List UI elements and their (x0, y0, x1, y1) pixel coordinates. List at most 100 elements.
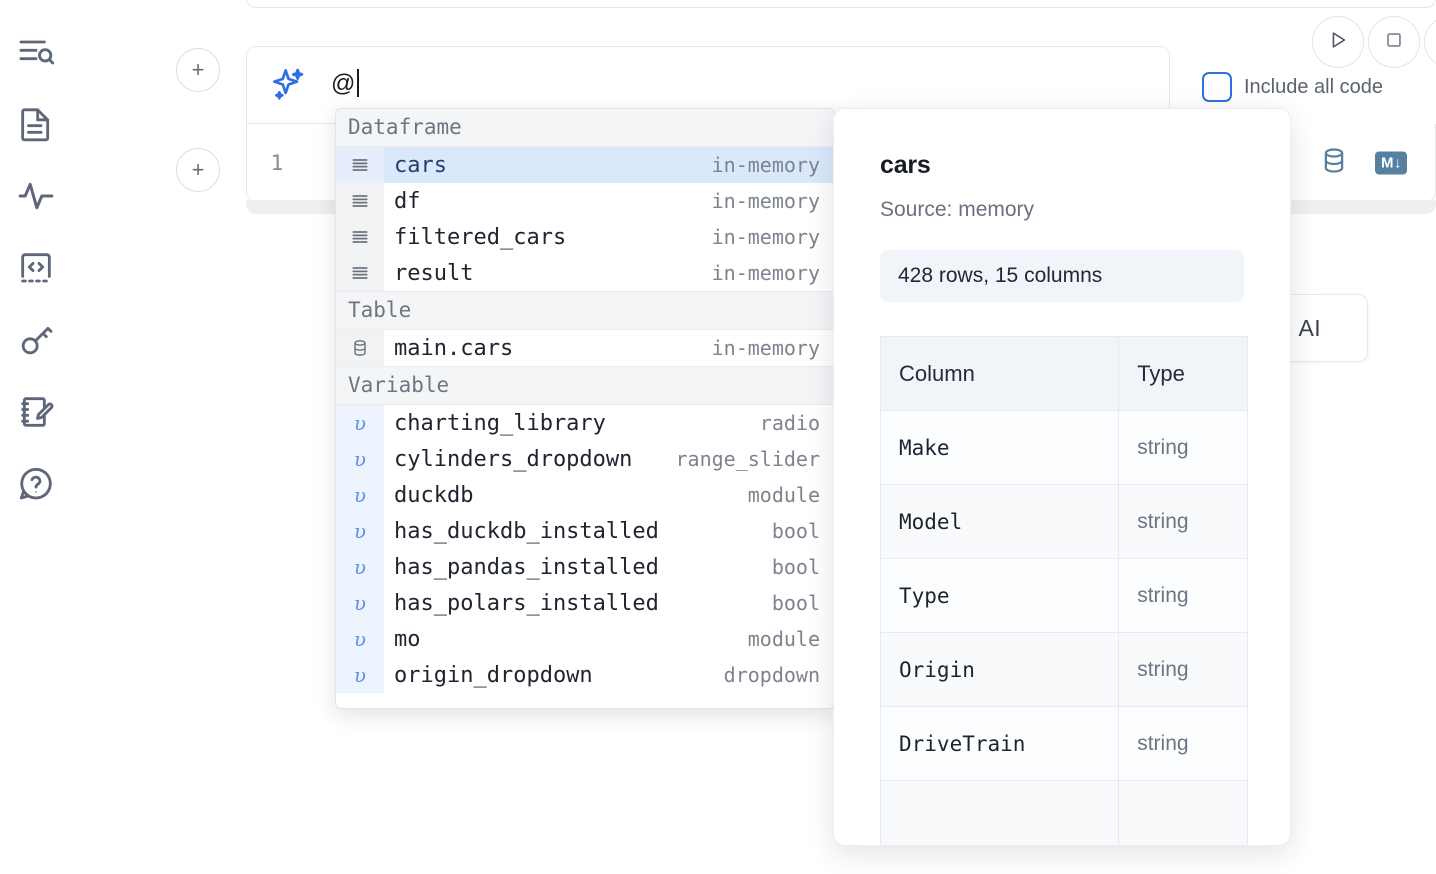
include-all-code-row[interactable]: Include all code (1202, 72, 1383, 102)
autocomplete-item[interactable]: υ cylinders_dropdown range_slider (336, 441, 834, 477)
add-cell-button-bottom[interactable]: + (176, 148, 220, 192)
variable-icon: υ (336, 477, 384, 513)
sidebar-item-secrets[interactable] (8, 304, 64, 376)
autocomplete-group-header: Dataframe (336, 109, 834, 147)
autocomplete-item-type: in-memory (711, 336, 820, 360)
autocomplete-item[interactable]: main.cars in-memory (336, 330, 834, 366)
autocomplete-item[interactable]: υ has_polars_installed bool (336, 585, 834, 621)
preview-column-name: Type (879, 558, 1120, 633)
autocomplete-item[interactable]: υ has_duckdb_installed bool (336, 513, 834, 549)
markdown-badge-arrow: ↓ (1394, 154, 1402, 171)
autocomplete-item-name: filtered_cars (394, 224, 567, 250)
autocomplete-item-type: in-memory (711, 189, 820, 213)
autocomplete-item-name: main.cars (394, 335, 514, 361)
autocomplete-item-type: module (747, 483, 820, 507)
sidebar-item-document[interactable] (8, 88, 64, 160)
autocomplete-item[interactable]: result in-memory (336, 255, 834, 291)
autocomplete-item-name: origin_dropdown (394, 662, 593, 688)
plus-icon: + (191, 157, 205, 182)
autocomplete-item-body: has_polars_installed bool (384, 585, 834, 621)
preview-column-type: string (1118, 632, 1248, 707)
stop-button[interactable] (1368, 16, 1420, 68)
autocomplete-item-name: has_pandas_installed (394, 554, 659, 580)
autocomplete-item-body: main.cars in-memory (384, 330, 834, 366)
autocomplete-item-name: duckdb (394, 482, 474, 508)
variable-icon: υ (336, 441, 384, 477)
add-cell-button-top[interactable]: + (176, 48, 220, 92)
autocomplete-item-type: in-memory (711, 261, 820, 285)
cell-above-partial (246, 0, 1436, 8)
sidebar-item-snippets[interactable] (8, 232, 64, 304)
preview-column-name: Origin (879, 632, 1120, 707)
autocomplete-item-type: bool (771, 591, 820, 615)
preview-source: Source: memory (880, 198, 1035, 221)
autocomplete-item-body: cylinders_dropdown range_slider (384, 441, 834, 477)
text-caret (356, 69, 359, 97)
preview-column-type: string (1118, 706, 1248, 781)
plus-icon: + (191, 57, 205, 82)
database-icon[interactable] (1319, 145, 1349, 180)
autocomplete-item-body: duckdb module (384, 477, 834, 513)
include-all-code-checkbox[interactable] (1202, 72, 1232, 102)
dataframe-icon (336, 255, 384, 291)
square-stop-icon (1383, 29, 1405, 56)
preview-column-name: Make (879, 410, 1120, 485)
autocomplete-item-type: bool (771, 555, 820, 579)
autocomplete-item-name: df (394, 188, 421, 214)
run-button[interactable] (1312, 16, 1364, 68)
autocomplete-group-header: Table (336, 291, 834, 330)
preview-table-row-clipped (879, 780, 1248, 845)
ai-prompt-input[interactable]: @ (331, 69, 359, 98)
sidebar-item-explore[interactable] (8, 16, 64, 88)
autocomplete-item-type: bool (771, 519, 820, 543)
autocomplete-item-name: has_duckdb_installed (394, 518, 659, 544)
cell-icon-group: M↓ (1319, 145, 1407, 180)
autocomplete-group-header: Variable (336, 366, 834, 405)
activity-icon (16, 176, 56, 216)
autocomplete-item-name: charting_library (394, 410, 606, 436)
autocomplete-item-type: in-memory (711, 225, 820, 249)
table-icon (336, 330, 384, 366)
sidebar-item-activity[interactable] (8, 160, 64, 232)
autocomplete-item-name: has_polars_installed (394, 590, 659, 616)
ai-prompt-value: @ (331, 70, 356, 97)
markdown-badge-letter: M (1381, 154, 1394, 171)
autocomplete-item-body: filtered_cars in-memory (384, 219, 834, 255)
variable-icon: υ (336, 405, 384, 441)
left-sidebar-rail (0, 0, 72, 874)
variable-icon: υ (336, 585, 384, 621)
markdown-icon[interactable]: M↓ (1375, 151, 1407, 174)
autocomplete-item-body: has_pandas_installed bool (384, 549, 834, 585)
autocomplete-item[interactable]: filtered_cars in-memory (336, 219, 834, 255)
scratchpad-icon (16, 392, 56, 432)
document-icon (16, 104, 56, 144)
preview-column-name: Model (879, 484, 1120, 559)
autocomplete-item-name: cylinders_dropdown (394, 446, 633, 472)
autocomplete-item-name: result (394, 260, 474, 286)
autocomplete-item[interactable]: df in-memory (336, 183, 834, 219)
sidebar-item-help[interactable] (8, 448, 64, 520)
autocomplete-item-type: range_slider (675, 447, 821, 471)
dataframe-icon (336, 219, 384, 255)
explore-icon (16, 32, 56, 72)
preview-column-type: string (1118, 558, 1248, 633)
variable-icon: υ (336, 513, 384, 549)
sidebar-item-scratchpad[interactable] (8, 376, 64, 448)
help-icon (16, 464, 56, 504)
